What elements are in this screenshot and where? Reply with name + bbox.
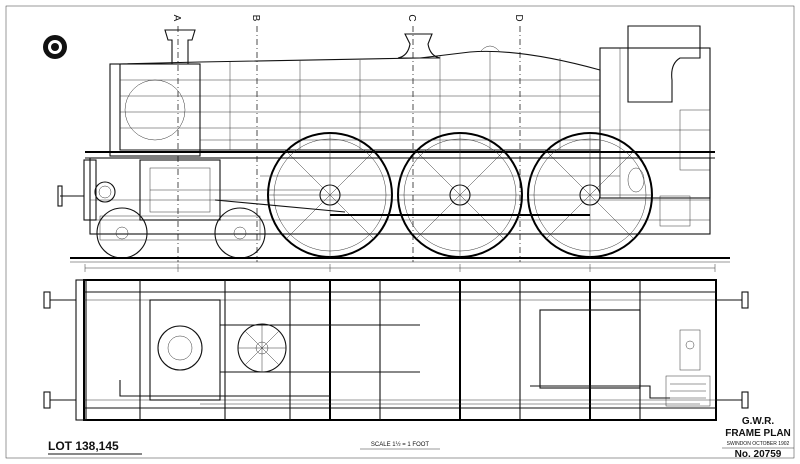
section-markers: A B C D [171, 14, 524, 262]
section-marker-a: A [171, 15, 182, 22]
driving-wheel-3 [527, 132, 653, 258]
lot-label-text: LOT 138,145 [48, 439, 119, 453]
title-line-3: SWINDON OCTOBER 1902 [727, 441, 790, 447]
dimension-line [84, 264, 716, 272]
section-marker-c: C [406, 14, 417, 21]
title-line-1: G.W.R. [742, 416, 774, 427]
plan-view [43, 279, 749, 421]
section-marker-d: D [513, 14, 524, 21]
title-block: G.W.R. FRAME PLAN SWINDON OCTOBER 1902 N… [722, 416, 794, 460]
section-marker-b: B [250, 15, 261, 22]
side-elevation [57, 25, 730, 263]
drawing-number: No. 20759 [735, 449, 782, 460]
lot-label: LOT 138,145 [48, 439, 142, 455]
drawing-border [5, 5, 795, 459]
bogie-pivot-icon [237, 323, 287, 373]
scale-label: SCALE 1½ = 1 FOOT [371, 441, 430, 448]
title-line-2: FRAME PLAN [725, 428, 791, 439]
notes-box [665, 375, 711, 407]
driving-wheel-1 [267, 132, 393, 258]
driving-wheel-2 [397, 132, 523, 258]
gwr-monogram-icon [43, 35, 67, 59]
